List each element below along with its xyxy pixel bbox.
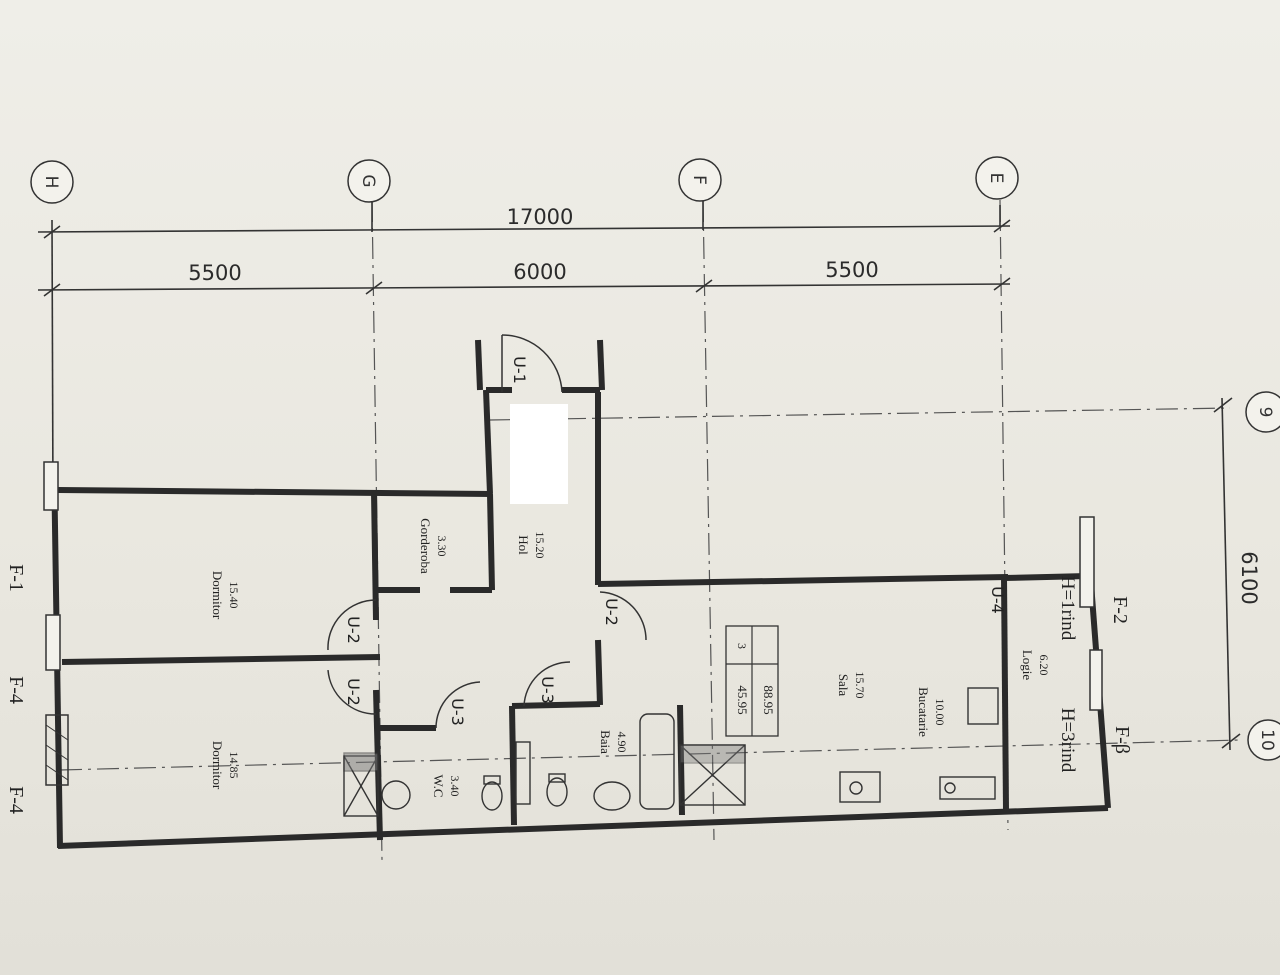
room-label-dormitor-1: 15.40 Dormitor [210, 571, 241, 620]
door-label-u2-a: U-2 [344, 616, 363, 644]
level-label-h1: H=1rind [1057, 576, 1078, 641]
room-name-dormitor-1: Dormitor [210, 571, 225, 620]
room-label-gorderoba: 3.30 Gorderoba [418, 518, 449, 574]
room-area-sala: 15.70 [853, 672, 867, 699]
room-name-dormitor-2: Dormitor [210, 741, 225, 790]
room-label-dormitor-2: 14.85 Dormitor [210, 741, 241, 790]
dim-bay-middle: 6000 [513, 260, 566, 284]
dimension-lines [37, 200, 1241, 751]
room-area-dormitor-1: 15.40 [227, 582, 241, 609]
door-label-u1: U-1 [510, 356, 529, 384]
windows [43, 461, 1103, 786]
dim-depth: 6100 [1237, 551, 1261, 604]
room-area-gorderoba: 3.30 [435, 536, 449, 557]
room-label-hol: 15.20 Hol [516, 532, 547, 559]
door-label-u2-b: U-2 [344, 678, 363, 706]
window-label-f1: F-1 [5, 564, 27, 592]
room-name-hol: Hol [516, 535, 531, 555]
axis-marker-10: 10 [1247, 719, 1280, 761]
room-label-wc: 3.40 W.C [431, 775, 462, 798]
axis-marker-f: F [678, 158, 722, 202]
axis-marker-9: 9 [1245, 391, 1280, 433]
axis-label-9: 9 [1255, 407, 1275, 418]
room-area-bucatarie: 10.00 [933, 699, 947, 726]
window-label-f2: F-2 [1109, 596, 1131, 624]
room-name-bucatarie: Bucatarie [916, 687, 931, 737]
door-label-u4: U-4 [988, 586, 1007, 614]
room-area-baia: 4.90 [615, 732, 629, 753]
sanitary-fixtures [343, 687, 999, 817]
axis-marker-g: G [347, 159, 391, 203]
room-name-logie: Logie [1020, 650, 1035, 681]
room-name-wc: W.C [431, 775, 446, 798]
room-area-wc: 3.40 [448, 776, 462, 797]
door-swings [327, 334, 647, 729]
door-label-u3-a: U-3 [448, 698, 467, 726]
window-label-f4-b: F-4 [5, 786, 27, 814]
room-label-logie: 6.20 Logie [1020, 650, 1051, 681]
axis-label-f: F [689, 175, 709, 185]
axis-marker-e: E [975, 156, 1019, 200]
room-area-dormitor-2: 14.85 [227, 752, 241, 779]
axis-label-10: 10 [1257, 729, 1277, 751]
level-label-h3: H=3rind [1057, 708, 1078, 773]
room-name-gorderoba: Gorderoba [418, 518, 433, 574]
summary-total-area: 88.95 [761, 685, 776, 714]
room-name-sala: Sala [836, 674, 851, 697]
area-summary-table [725, 625, 779, 737]
dim-bay-left: 5500 [188, 261, 241, 285]
dim-bay-right: 5500 [825, 258, 878, 282]
room-label-bucatarie: 10.00 Bucatarie [916, 687, 947, 737]
walls [51, 339, 1111, 849]
summary-living-area: 45.95 [735, 685, 750, 714]
redacted-area [510, 404, 568, 504]
axis-marker-h: H [30, 160, 74, 204]
summary-room-count: 3 [735, 643, 749, 649]
axis-label-g: G [358, 174, 378, 187]
window-label-f4-a: F-4 [5, 676, 27, 704]
dim-total: 17000 [507, 205, 574, 229]
axis-label-e: E [986, 173, 1006, 184]
door-label-u2-c: U-2 [602, 598, 621, 626]
room-label-baia: 4.90 Baia [598, 730, 629, 754]
room-label-sala: 15.70 Sala [836, 672, 867, 699]
room-name-baia: Baia [598, 730, 613, 754]
door-label-u3-b: U-3 [538, 676, 557, 704]
room-area-hol: 15.20 [533, 532, 547, 559]
room-area-logie: 6.20 [1037, 655, 1051, 676]
window-label-f3: F-β [1111, 726, 1133, 754]
axis-label-h: H [41, 176, 61, 189]
